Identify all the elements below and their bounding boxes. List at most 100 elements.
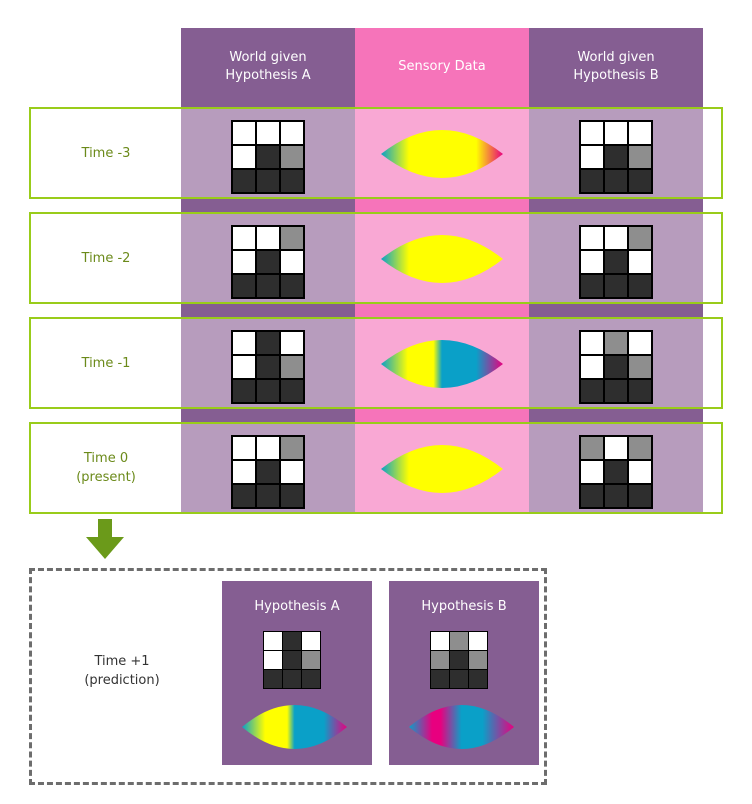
grid-cell-dark xyxy=(605,356,627,378)
sensory-lens xyxy=(409,705,514,749)
grid-cell-white xyxy=(233,251,255,273)
lens-shape xyxy=(381,340,503,388)
grid-cell-white xyxy=(233,356,255,378)
grid-cell-white xyxy=(233,332,255,354)
time-label: Time -3 xyxy=(81,145,131,161)
grid-cell-gray xyxy=(629,227,651,249)
grid-cell-white xyxy=(629,251,651,273)
grid-cell-white xyxy=(581,356,603,378)
grid-cell-dark xyxy=(257,356,279,378)
grid-cell-dark xyxy=(233,275,255,297)
grid-cell-dark xyxy=(629,485,651,507)
grid-cell-gray xyxy=(581,437,603,459)
time-row: Time 0 (present) xyxy=(29,422,723,514)
time-row: Time -1 xyxy=(29,317,723,409)
sensory-cell xyxy=(355,319,529,407)
grid-cell-dark xyxy=(605,170,627,192)
grid-cell-gray xyxy=(431,651,449,669)
grid-cell-dark xyxy=(257,170,279,192)
sensory-lens xyxy=(242,705,347,749)
grid-cell-gray xyxy=(281,437,303,459)
column-header-sensory-data: Sensory Data xyxy=(398,59,486,74)
grid-cell-dark xyxy=(605,485,627,507)
lens-shape xyxy=(381,235,503,283)
grid-cell-dark xyxy=(264,670,282,688)
grid-cell-dark xyxy=(605,275,627,297)
grid-cell-white xyxy=(605,122,627,144)
prediction-label: Time +1 (prediction) xyxy=(84,654,160,688)
grid-cell-gray xyxy=(302,651,320,669)
time-label: Time -2 xyxy=(81,250,131,266)
grid-cell-white xyxy=(233,437,255,459)
sensory-lens xyxy=(381,235,503,283)
grid-cell-white xyxy=(257,122,279,144)
lens-shape xyxy=(409,705,514,749)
lens-shape xyxy=(381,130,503,178)
world-grid-a xyxy=(231,435,305,509)
grid-cell-white xyxy=(605,437,627,459)
grid-cell-dark xyxy=(257,380,279,402)
world-a-cell xyxy=(181,214,355,302)
time-row: Time -2 xyxy=(29,212,723,304)
down-arrow-icon xyxy=(86,519,124,559)
grid-cell-white xyxy=(605,227,627,249)
world-grid-b xyxy=(579,435,653,509)
grid-cell-dark xyxy=(257,251,279,273)
prediction-grid xyxy=(430,631,488,689)
grid-cell-white xyxy=(281,461,303,483)
grid-cell-white xyxy=(302,632,320,650)
grid-cell-dark xyxy=(581,380,603,402)
grid-cell-dark xyxy=(257,146,279,168)
column-header-hypothesis-a: World given Hypothesis A xyxy=(225,50,311,83)
time-label: Time -1 xyxy=(81,355,131,371)
grid-cell-white xyxy=(581,122,603,144)
sensory-lens xyxy=(381,340,503,388)
grid-cell-gray xyxy=(450,632,468,650)
sensory-lens xyxy=(381,445,503,493)
grid-cell-white xyxy=(431,632,449,650)
grid-cell-dark xyxy=(605,380,627,402)
grid-cell-dark xyxy=(469,670,487,688)
world-b-cell xyxy=(529,424,703,512)
prediction-hypothesis-a: Hypothesis A xyxy=(222,581,372,765)
grid-cell-white xyxy=(581,251,603,273)
grid-cell-white xyxy=(264,651,282,669)
world-grid-b xyxy=(579,120,653,194)
grid-cell-dark xyxy=(281,275,303,297)
grid-cell-dark xyxy=(283,651,301,669)
grid-cell-dark xyxy=(281,170,303,192)
world-grid-a xyxy=(231,225,305,299)
grid-cell-white xyxy=(233,146,255,168)
grid-cell-dark xyxy=(257,332,279,354)
prediction-title: Hypothesis A xyxy=(254,599,340,614)
grid-cell-white xyxy=(581,146,603,168)
grid-cell-dark xyxy=(605,461,627,483)
grid-cell-white xyxy=(629,332,651,354)
grid-cell-dark xyxy=(605,251,627,273)
grid-cell-dark xyxy=(283,632,301,650)
column-header-hypothesis-b: World given Hypothesis B xyxy=(573,50,659,83)
grid-cell-white xyxy=(581,227,603,249)
sensory-cell xyxy=(355,424,529,512)
grid-cell-white xyxy=(233,227,255,249)
grid-cell-white xyxy=(629,122,651,144)
grid-cell-dark xyxy=(233,380,255,402)
grid-cell-dark xyxy=(257,485,279,507)
grid-cell-white xyxy=(281,251,303,273)
grid-cell-dark xyxy=(257,461,279,483)
grid-cell-dark xyxy=(629,380,651,402)
grid-cell-dark xyxy=(605,146,627,168)
lens-shape xyxy=(242,705,347,749)
grid-cell-gray xyxy=(629,146,651,168)
time-label: Time 0 (present) xyxy=(76,451,136,485)
grid-cell-white xyxy=(233,461,255,483)
grid-cell-dark xyxy=(233,170,255,192)
grid-cell-dark xyxy=(257,275,279,297)
grid-cell-white xyxy=(233,122,255,144)
grid-cell-gray xyxy=(629,437,651,459)
sensory-lens xyxy=(381,130,503,178)
grid-cell-dark xyxy=(581,275,603,297)
world-grid-b xyxy=(579,330,653,404)
prediction-title: Hypothesis B xyxy=(421,599,507,614)
lens-shape xyxy=(381,445,503,493)
